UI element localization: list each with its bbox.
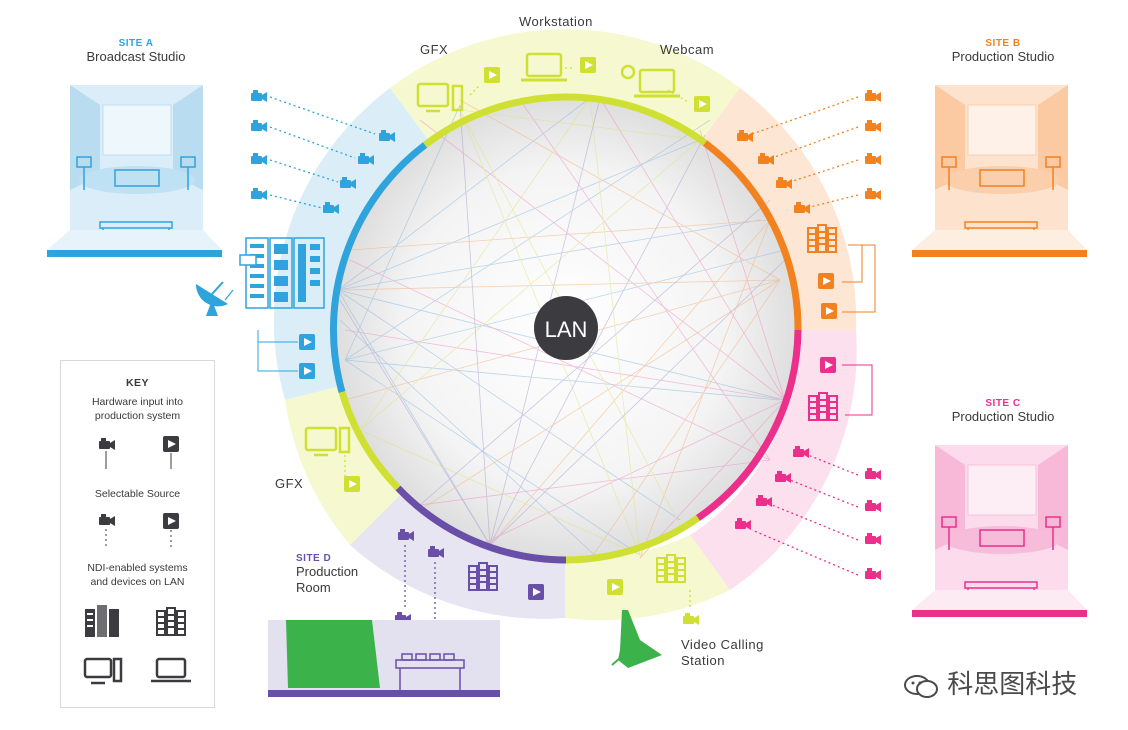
site-b-header: SITE B Production Studio <box>925 38 1081 64</box>
site-d-tag: SITE D <box>296 553 332 564</box>
watermark-text: 科思图科技 <box>947 670 1078 700</box>
gfx-left-label: GFX <box>275 476 304 491</box>
laptop-icon <box>151 657 191 683</box>
workstation-label: Workstation <box>519 14 593 29</box>
server-icon <box>156 607 186 636</box>
site-b-tag: SITE B <box>985 38 1021 49</box>
site-a-name: Broadcast Studio <box>86 49 186 64</box>
video-calling-label: Video Calling Station <box>681 637 764 668</box>
lime-ring-devices <box>304 52 710 625</box>
key-ndi-label: NDI-enabled systems and devices on LAN <box>87 562 188 588</box>
site-b-studio-icon <box>912 85 1087 257</box>
server-rack-icon <box>85 605 119 637</box>
site-b-name: Production Studio <box>951 49 1055 64</box>
lan-hub <box>534 296 598 360</box>
green-screen-icon <box>286 620 380 688</box>
camera-icon <box>99 514 115 526</box>
key-panel: KEY Hardware input into production syste… <box>60 360 215 708</box>
site-d-header: SITE D Production Room <box>296 553 358 596</box>
camera-icon <box>99 438 115 450</box>
site-c-studio-icon <box>912 445 1087 617</box>
webcam-label: Webcam <box>660 42 715 57</box>
key-selectable-icons <box>99 513 179 549</box>
solid-connectors <box>257 244 876 416</box>
webcam-icon <box>620 64 680 98</box>
key-hardware-icons <box>99 436 179 469</box>
site-d-name: Production Room <box>296 564 359 595</box>
key-hardware-label: Hardware input into production system <box>91 396 184 422</box>
play-icon <box>163 436 179 452</box>
play-icon <box>163 513 179 529</box>
site-a-server-rack <box>239 237 325 309</box>
site-d-room <box>268 620 500 697</box>
monitor-icon <box>304 426 351 457</box>
key-title: KEY <box>125 377 150 389</box>
site-a-studio-icon <box>47 85 222 257</box>
wechat-icon <box>903 673 939 699</box>
site-a-tag: SITE A <box>118 38 154 49</box>
video-calling-green-screen <box>611 610 662 668</box>
monitor-icon <box>416 82 464 113</box>
lan-label: LAN <box>545 317 588 342</box>
site-c-header: SITE C Production Studio <box>925 398 1081 424</box>
ring-arcs <box>329 93 802 564</box>
monitor-icon <box>83 657 123 685</box>
key-selectable-label: Selectable Source <box>94 488 181 500</box>
site-c-tag: SITE C <box>985 398 1021 409</box>
gfx-top-label: GFX <box>420 42 449 57</box>
watermark: 科思图科技 <box>903 664 1077 701</box>
dotted-connectors <box>269 67 859 630</box>
satellite-dish-icon <box>195 281 234 316</box>
site-c-name: Production Studio <box>951 409 1055 424</box>
site-a-header: SITE A Broadcast Studio <box>60 38 212 64</box>
key-ndi-icons <box>83 605 191 685</box>
laptop-icon <box>521 52 567 82</box>
